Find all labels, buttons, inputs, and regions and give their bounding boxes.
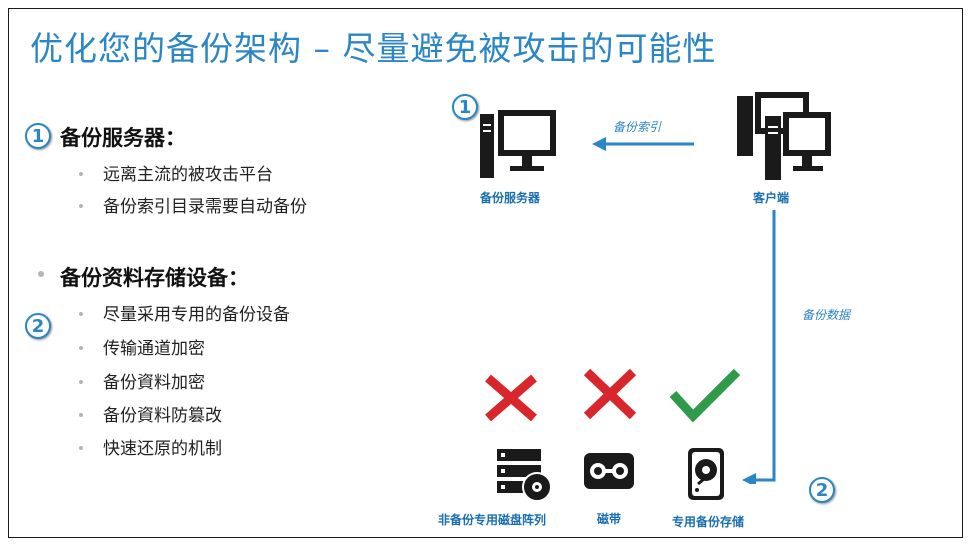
section2-bullet-4: 备份資料防篡改 xyxy=(103,406,222,426)
red-x-icon xyxy=(485,374,537,422)
section2-bullet-3: 备份資料加密 xyxy=(103,373,205,393)
data-flow-label: 备份数据 xyxy=(802,308,851,322)
bullet-dot xyxy=(79,204,83,208)
bullet-dot xyxy=(79,346,83,350)
bullet-dot xyxy=(79,446,83,450)
tape-cassette-icon xyxy=(584,453,634,489)
section1-bullet-1: 远离主流的被攻击平台 xyxy=(103,165,273,185)
diagram-number-badge-1: 1 xyxy=(452,94,478,120)
server-label: 备份服务器 xyxy=(480,191,541,205)
bullet-dot xyxy=(79,172,83,176)
hard-drive-icon xyxy=(688,448,724,500)
section2-bullet-2: 传输通道加密 xyxy=(103,339,205,359)
disk-array-label: 非备份专用磁盘阵列 xyxy=(438,513,547,527)
index-flow-arrow-icon xyxy=(592,137,694,151)
section2-bullet-5: 快速还原的机制 xyxy=(103,439,222,459)
red-x-icon xyxy=(583,368,637,420)
index-flow-label: 备份索引 xyxy=(613,120,662,134)
section1-bullet-2: 备份索引目录需要自动备份 xyxy=(103,197,307,217)
bullet-dot xyxy=(38,271,44,277)
tape-label: 磁带 xyxy=(597,512,622,526)
number-badge-2: 2 xyxy=(25,313,51,339)
diagram-number-badge-2: 2 xyxy=(809,477,835,503)
client-label: 客户端 xyxy=(753,191,790,205)
data-flow-arrow-icon xyxy=(742,210,776,484)
bullet-dot xyxy=(79,380,83,384)
green-check-icon xyxy=(669,368,741,423)
dedicated-storage-label: 专用备份存储 xyxy=(672,515,745,529)
section2-bullet-1: 尽量采用专用的备份设备 xyxy=(103,305,290,325)
bullet-dot xyxy=(79,312,83,316)
slide-title: 优化您的备份架构 – 尽量避免被攻击的可能性 xyxy=(30,29,717,68)
section2-heading: 备份资料存储设备： xyxy=(60,266,249,290)
desktop-computer-icon xyxy=(480,110,556,178)
section1-heading: 备份服务器： xyxy=(60,126,186,150)
multi-computer-icon xyxy=(737,92,831,180)
disk-array-gear-icon xyxy=(497,449,552,502)
number-badge-1: 1 xyxy=(25,123,51,149)
bullet-dot xyxy=(79,413,83,417)
